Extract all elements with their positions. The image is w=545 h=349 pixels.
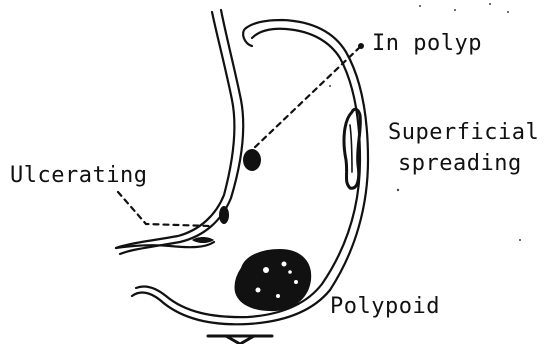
in-polyp-lesion	[243, 149, 261, 171]
in-polyp-label: In polyp	[372, 33, 482, 55]
polypoid-mass	[235, 250, 310, 310]
pylorus-arrow	[208, 336, 272, 344]
cardia-hook	[243, 28, 252, 46]
lesser-curvature-outer	[116, 12, 234, 248]
ulcerating-leader	[118, 192, 210, 226]
superficial-label-line1: Superficial	[388, 122, 539, 144]
polypoid-label: Polypoid	[330, 296, 440, 318]
ulcerating-label: Ulcerating	[10, 165, 147, 187]
superficial-label-line2: spreading	[398, 153, 522, 175]
in-polyp-leader-end	[358, 43, 364, 49]
ulcerating-lesion	[192, 206, 229, 243]
